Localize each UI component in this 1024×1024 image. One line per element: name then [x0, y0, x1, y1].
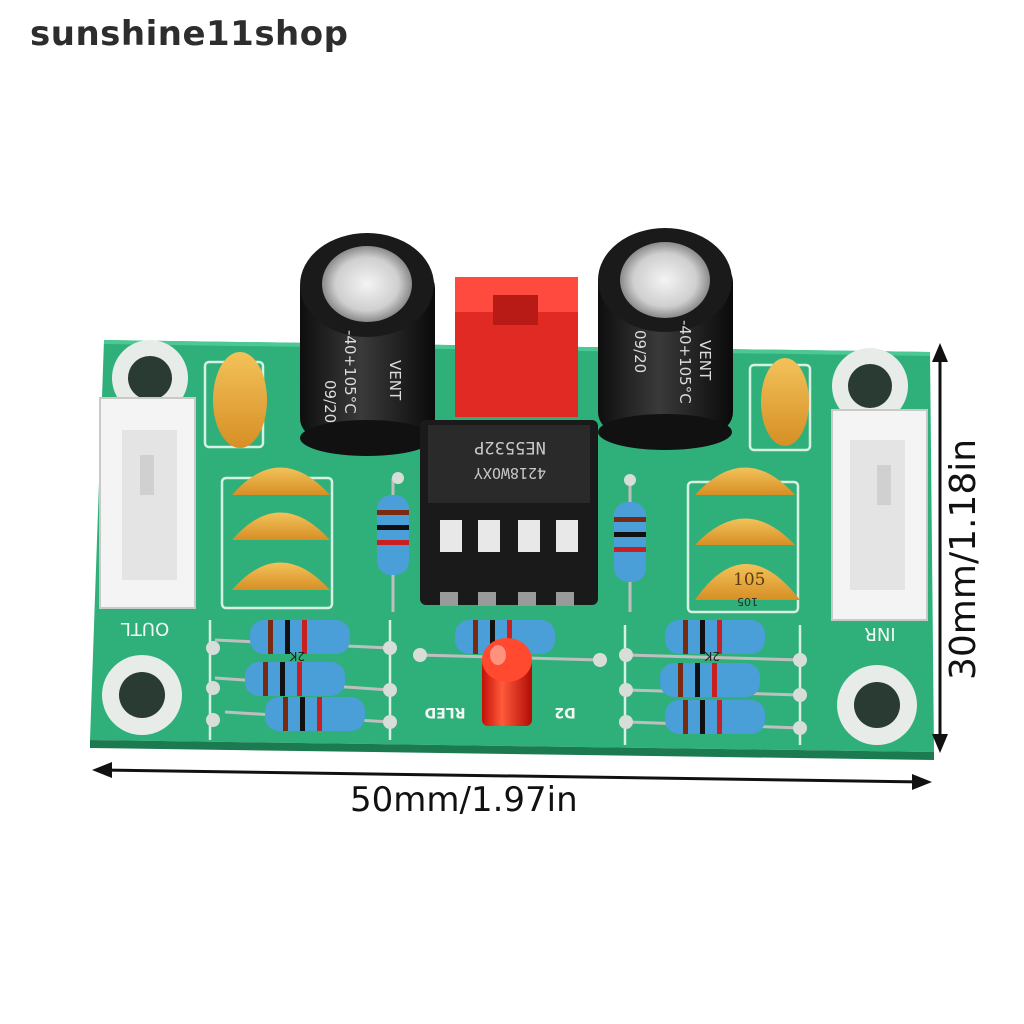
- electrolytic-capacitor-right: VENT -40+105°C 09/20: [598, 228, 733, 450]
- ic-label-2: 4218WOXY: [474, 464, 546, 482]
- cap-right-text-1: VENT: [696, 340, 714, 381]
- resistors-left-group: [214, 620, 391, 731]
- ic-chip: NE5532P 4218WOXY: [420, 420, 598, 606]
- connector-in: [831, 409, 928, 621]
- cap-right-text-3: 09/20: [631, 330, 649, 373]
- mounting-hole-bottom-left: [102, 655, 182, 735]
- silk-d2-label: D2: [554, 704, 575, 720]
- mounting-hole-top-right: [832, 348, 908, 424]
- resistor-vertical-right: [614, 480, 646, 612]
- resistor-vertical-left: [377, 478, 409, 612]
- resistors-right-group: [627, 620, 801, 734]
- cap-left-text-3: 09/20: [321, 380, 339, 423]
- connector-out: [99, 397, 196, 609]
- silk-out-label: OUTL: [121, 618, 169, 639]
- tantalum-cap-right: [761, 358, 809, 446]
- mounting-hole-bottom-right: [837, 665, 917, 745]
- width-dimension-arrow: [92, 762, 932, 790]
- resistor-right-label: 2K: [703, 649, 720, 663]
- resistor-left-label: 2K: [288, 649, 305, 663]
- tantalum-cap-left: [213, 352, 267, 448]
- ceramic-code-small-label: 105: [737, 595, 758, 608]
- height-dimension-label: 30mm/1.18in: [943, 438, 984, 680]
- width-dimension-label: 50mm/1.97in: [350, 780, 578, 820]
- solder-pads: [206, 472, 807, 735]
- silk-led-label: RLED: [425, 704, 466, 720]
- watermark-text: sunshine11shop: [30, 14, 349, 54]
- ceramic-caps-left: [232, 467, 330, 590]
- cap-left-text-2: -40+105°C: [341, 330, 359, 414]
- electrolytic-capacitor-left: VENT -40+105°C 09/20: [300, 233, 435, 456]
- ceramic-code-label: 105: [733, 570, 765, 590]
- height-dimension-arrow: [932, 343, 948, 753]
- silk-in-label: INR: [864, 623, 895, 644]
- ceramic-caps-right: [695, 467, 800, 600]
- red-led: [482, 638, 532, 726]
- ic-label-1: NE5532P: [474, 437, 546, 457]
- power-header: [455, 277, 578, 417]
- cap-right-text-2: -40+105°C: [676, 320, 694, 404]
- cap-left-text-1: VENT: [386, 360, 404, 401]
